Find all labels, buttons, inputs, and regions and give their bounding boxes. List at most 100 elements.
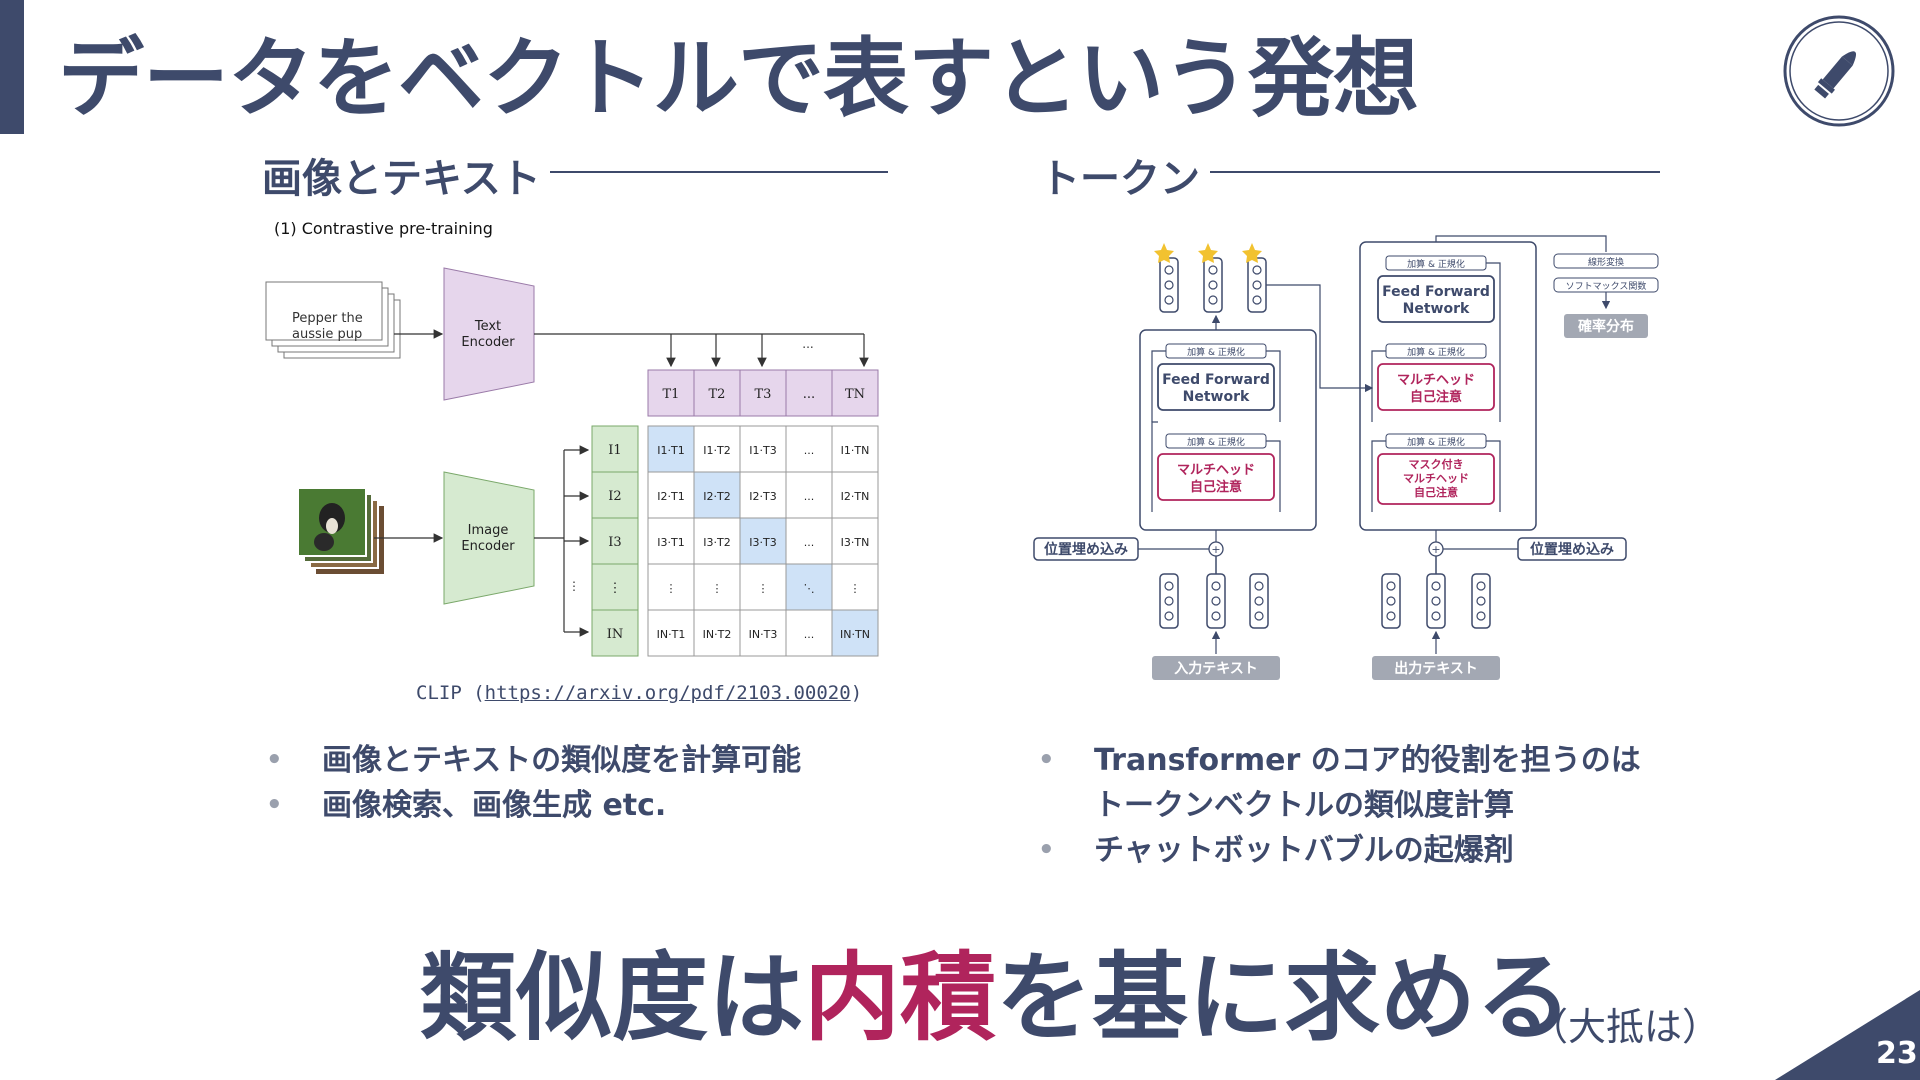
dec-masked-label-1: マスク付き bbox=[1409, 457, 1464, 471]
enc-mha-label-2: 自己注意 bbox=[1190, 479, 1242, 495]
right-heading-rule bbox=[1210, 171, 1660, 173]
input-text-label: 入力テキスト bbox=[1174, 660, 1258, 677]
dec-masked-label-3: 自己注意 bbox=[1414, 485, 1458, 499]
transformer-diagram: 加算 & 正規化 Feed Forward Network 加算 & 正規化 マ… bbox=[1033, 235, 1659, 680]
dec-add-norm-2-label: 加算 & 正規化 bbox=[1407, 346, 1465, 358]
enc-ffn-label-1: Feed Forward bbox=[1162, 372, 1270, 388]
matrix-cell: I2·T1 bbox=[657, 490, 684, 503]
matrix-cell: ... bbox=[804, 628, 815, 641]
matrix-cell: I3·T3 bbox=[749, 536, 776, 549]
t-header-ellipsis: ... bbox=[803, 387, 815, 402]
enc-ffn-block bbox=[1157, 363, 1275, 411]
list-item: 画像検索、画像生成 etc. bbox=[262, 783, 882, 828]
dec-cross-attn-block bbox=[1377, 363, 1495, 411]
matrix-cell: IN·T2 bbox=[703, 628, 732, 641]
matrix-cell: IN·TN bbox=[840, 628, 870, 641]
matrix-cell: I1·T2 bbox=[703, 444, 730, 457]
right-bullet-list: Transformer のコア的役割を担うのは トークンベクトルの類似度計算 チ… bbox=[1034, 738, 1674, 873]
dec-masked-label-2: マルチヘッド bbox=[1403, 472, 1469, 485]
matrix-cell: ... bbox=[804, 536, 815, 549]
dec-masked-mha-block bbox=[1377, 453, 1495, 505]
text-input-line-1: Pepper the bbox=[292, 311, 363, 326]
softmax-label: ソフトマックス関数 bbox=[1566, 280, 1647, 292]
dec-ffn-label-1: Feed Forward bbox=[1382, 284, 1490, 300]
matrix-cell: I2·T3 bbox=[749, 490, 776, 503]
i-label-1: I1 bbox=[608, 443, 621, 458]
matrix-cell: ⋮ bbox=[666, 582, 677, 595]
conclusion-highlight: 内積 bbox=[804, 942, 996, 1054]
i-label-ellipsis: ⋮ bbox=[609, 581, 622, 596]
pos-enc-left-box bbox=[1033, 537, 1139, 561]
enc-mha-block bbox=[1157, 453, 1275, 501]
title-accent-bar bbox=[0, 0, 24, 134]
enc-add-norm-2-label: 加算 & 正規化 bbox=[1187, 346, 1245, 358]
pos-enc-left-label: 位置埋め込み bbox=[1044, 541, 1128, 558]
output-text-label: 出力テキスト bbox=[1394, 660, 1478, 677]
text-input-line-2: aussie pup bbox=[292, 327, 362, 342]
list-item: 画像とテキストの類似度を計算可能 bbox=[262, 738, 882, 783]
matrix-cell: I2·T2 bbox=[703, 490, 730, 503]
matrix-cell: ... bbox=[804, 490, 815, 503]
list-item: Transformer のコア的役割を担うのは トークンベクトルの類似度計算 bbox=[1034, 738, 1674, 828]
similarity-matrix: I1·T1 I1·T2 I1·T3 ... I1·TN I2·T1 I2·T2 … bbox=[647, 425, 879, 657]
t-header-1: T1 bbox=[663, 387, 680, 402]
enc-ffn-label-2: Network bbox=[1183, 389, 1250, 405]
matrix-cell: I1·T1 bbox=[657, 444, 684, 457]
image-encoder-label-1: Image bbox=[468, 523, 509, 538]
dec-ffn-block bbox=[1377, 275, 1495, 323]
matrix-cell: ⋱ bbox=[804, 582, 815, 595]
left-bullet-list: 画像とテキストの類似度を計算可能 画像検索、画像生成 etc. bbox=[262, 738, 882, 828]
right-section-heading: トークン bbox=[1040, 156, 1200, 202]
matrix-cell: I3·T1 bbox=[657, 536, 684, 549]
slide-title: データをベクトルで表すという発想 bbox=[58, 29, 1419, 129]
probabilities-box bbox=[1564, 314, 1648, 338]
enc-add-norm-1-label: 加算 & 正規化 bbox=[1187, 436, 1245, 448]
enc-plus-sign: + bbox=[1211, 543, 1220, 556]
image-encoder-label-2: Encoder bbox=[461, 539, 515, 554]
linear-label: 線形変換 bbox=[1588, 256, 1624, 268]
output-text-box bbox=[1372, 656, 1500, 680]
linear-block bbox=[1553, 253, 1659, 269]
text-input-stack: Pepper the aussie pup bbox=[265, 281, 401, 359]
matrix-cell: ... bbox=[804, 444, 815, 457]
pos-enc-right-label: 位置埋め込み bbox=[1530, 541, 1614, 558]
conclusion-note: （大抵は） bbox=[1530, 1005, 1721, 1049]
image-encoder-block bbox=[443, 471, 535, 605]
text-embedding-row: T1 T2 T3 ... TN bbox=[647, 369, 879, 417]
clip-paper-link[interactable]: https://arxiv.org/pdf/2103.00020 bbox=[484, 682, 851, 704]
caption-prefix: CLIP ( bbox=[416, 682, 485, 704]
matrix-cell: ⋮ bbox=[758, 582, 769, 595]
page-number: 23 bbox=[1876, 1036, 1918, 1071]
left-section-heading: 画像とテキスト bbox=[262, 156, 541, 202]
i-label-3: I3 bbox=[608, 535, 621, 550]
matrix-cell: IN·T1 bbox=[657, 628, 686, 641]
t-header-n: TN bbox=[845, 387, 865, 402]
dec-cross-attn-label-2: 自己注意 bbox=[1410, 389, 1462, 405]
dec-ffn-label-2: Network bbox=[1403, 301, 1470, 317]
left-heading-rule bbox=[550, 171, 888, 173]
bullet-logo-icon bbox=[1783, 15, 1895, 127]
softmax-block bbox=[1553, 277, 1659, 293]
matrix-cell: I1·T3 bbox=[749, 444, 776, 457]
clip-figure-label: (1) Contrastive pre-training bbox=[274, 219, 493, 238]
dec-cross-attn-label-1: マルチヘッド bbox=[1397, 373, 1475, 388]
conclusion-statement: 類似度は内積を基に求める bbox=[420, 920, 1572, 1059]
t-header-2: T2 bbox=[709, 387, 726, 402]
image-input-stack bbox=[297, 487, 384, 574]
clip-caption: CLIP (https://arxiv.org/pdf/2103.00020) bbox=[416, 682, 862, 704]
svg-text:⋮: ⋮ bbox=[568, 579, 580, 593]
matrix-cell: I1·TN bbox=[841, 444, 870, 457]
conclusion-before: 類似度は bbox=[420, 942, 804, 1054]
text-encoder-label-2: Encoder bbox=[461, 335, 515, 350]
i-label-n: IN bbox=[607, 627, 624, 642]
text-encoder-label-1: Text bbox=[474, 319, 501, 334]
matrix-cell: ⋮ bbox=[850, 582, 861, 595]
text-encoder-block bbox=[443, 267, 535, 401]
probabilities-label: 確率分布 bbox=[1578, 318, 1634, 335]
dec-add-norm-1-label: 加算 & 正規化 bbox=[1407, 436, 1465, 448]
star-icon bbox=[1154, 243, 1262, 263]
image-embedding-column: I1 I2 I3 ⋮ IN bbox=[591, 425, 639, 657]
conclusion-after: を基に求める bbox=[996, 942, 1572, 1054]
enc-mha-label-1: マルチヘッド bbox=[1177, 463, 1255, 478]
t-header-3: T3 bbox=[755, 387, 772, 402]
